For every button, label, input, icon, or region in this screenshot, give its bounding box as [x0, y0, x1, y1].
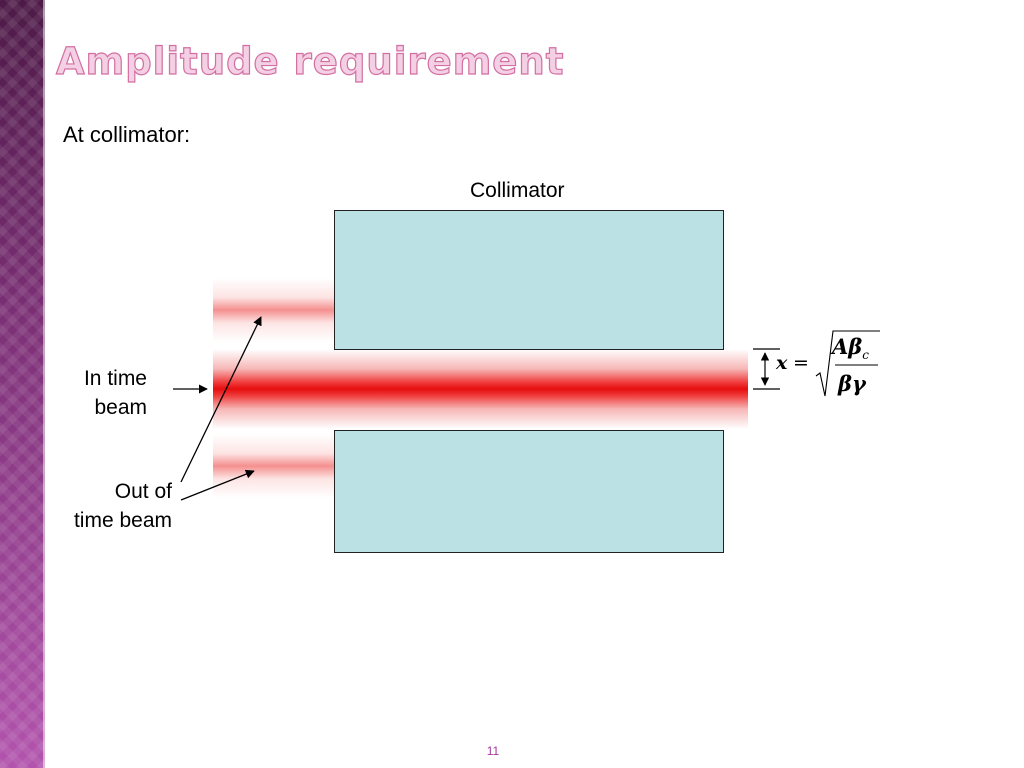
out-of-time-arrow-upper	[180, 316, 262, 483]
in-time-beam-label-line1: In time	[83, 367, 147, 390]
amplitude-formula: x = Aβc βγ	[776, 328, 886, 400]
page-number: 11	[486, 744, 500, 758]
formula-lhs: x	[776, 352, 788, 374]
slide-title: Amplitude requirement	[55, 40, 565, 83]
square-root-sign	[815, 330, 880, 397]
formula-numerator: Aβc	[832, 334, 869, 362]
slide-subtitle: At collimator:	[63, 122, 191, 147]
formula-equals: =	[793, 352, 809, 374]
left-decorative-bar	[0, 0, 45, 768]
collimator-label: Collimator	[470, 179, 565, 202]
in-time-beam	[213, 349, 748, 429]
formula-denominator: βγ	[838, 371, 866, 396]
collimator-jaw-lower	[334, 430, 724, 553]
collimator-jaw-upper	[334, 210, 724, 350]
out-of-time-beam-label-line1: Out of	[114, 480, 172, 503]
formula-numerator-symbol: Aβ	[832, 334, 863, 359]
out-of-time-arrow-lower	[180, 469, 255, 501]
out-of-time-beam-label-line2: time beam	[73, 509, 172, 532]
out-of-time-beam-lower	[213, 434, 334, 498]
in-time-beam-label-line2: beam	[94, 396, 147, 419]
out-of-time-beam-label: Out of time beam	[40, 477, 172, 535]
in-time-beam-label: In time beam	[60, 364, 147, 422]
formula-numerator-subscript: c	[862, 348, 869, 363]
out-of-time-beam-upper	[213, 278, 334, 342]
